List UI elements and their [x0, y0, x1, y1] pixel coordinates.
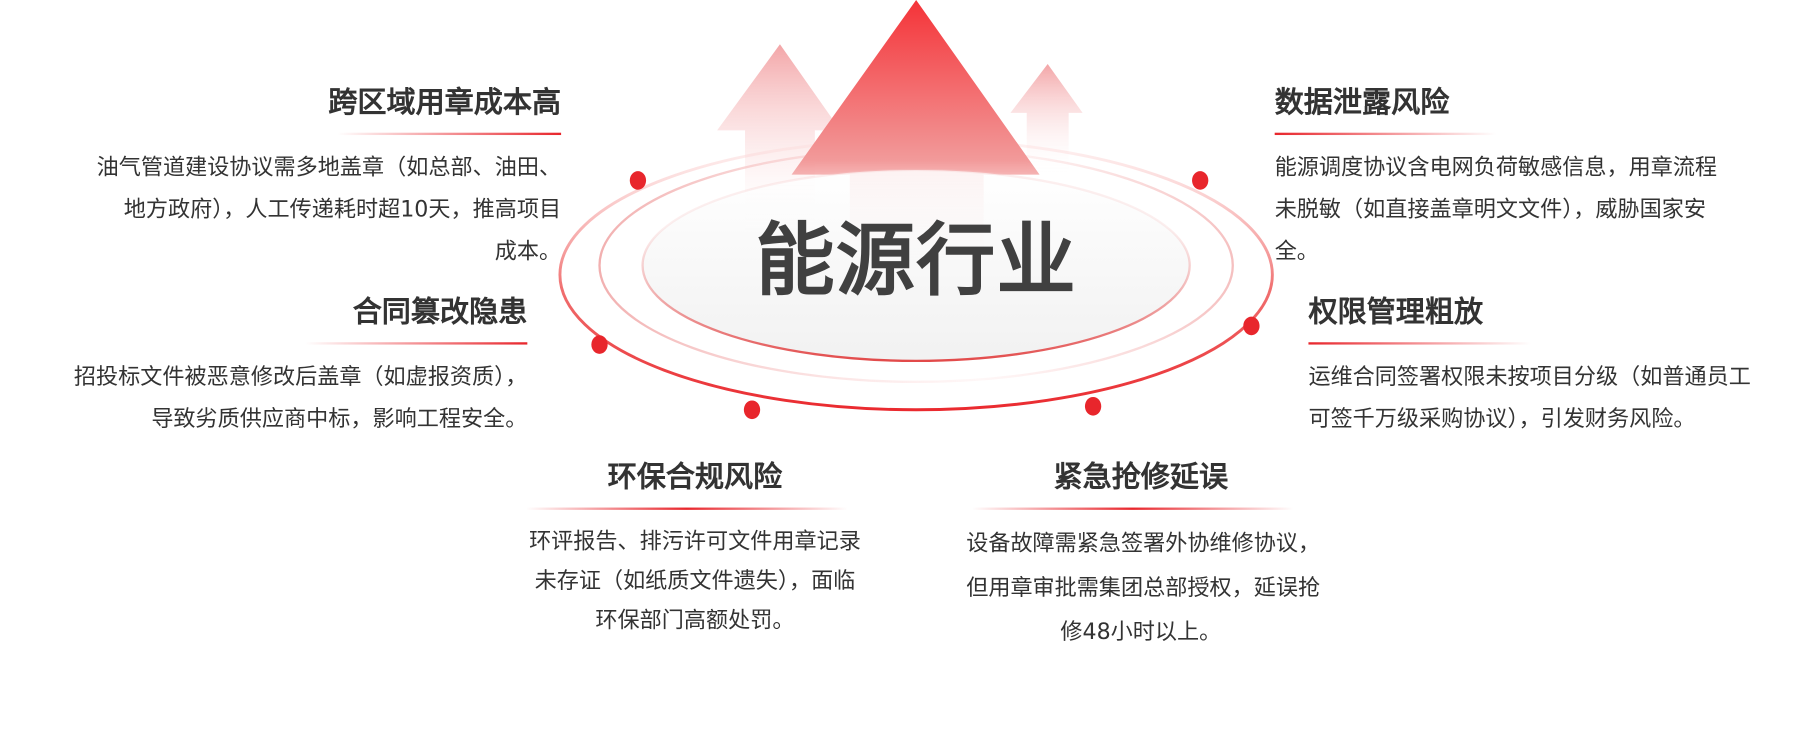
risk-title: 权限管理粗放 — [1308, 294, 1484, 329]
risk-text-line: 能源调度协议含电网负荷敏感信息，用章流程 — [1274, 154, 1718, 181]
risk-emergency-repair-delay: 紧急抢修延误 设备故障需紧急签署外协维修协议， 但用章审批需集团总部授权，延误抢… — [966, 454, 1321, 654]
title-underline — [337, 132, 562, 136]
risk-contract-tampering: 合同篡改隐患 招投标文件被恶意修改后盖章（如虚报资质）， 导致劣质供应商中标，影… — [0, 289, 528, 440]
risk-text-line: 招投标文件被恶意修改后盖章（如虚报资质）， — [73, 364, 528, 390]
risk-data-leak: 数据泄露风险 能源调度协议含电网负荷敏感信息，用章流程 未脱敏（如直接盖章明文文… — [1274, 79, 1810, 272]
title-underline — [526, 507, 848, 510]
risk-text-line: 设备故障需紧急签署外协维修协议， — [966, 530, 1321, 557]
risk-text-line: 环保部门高额处罚。 — [595, 607, 795, 634]
title-underline — [1274, 132, 1496, 136]
title-underline — [972, 507, 1294, 510]
risk-text-line: 运维合同签署权限未按项目分级（如普通员工 — [1308, 364, 1751, 390]
risk-cross-region-cost: 跨区域用章成本高 油气管道建设协议需多地盖章（如总部、油田、 地方政府），人工传… — [0, 79, 562, 272]
risk-text-line: 未存证（如纸质文件遗失），面临 — [534, 568, 856, 594]
risk-text-line: 导致劣质供应商中标，影响工程安全。 — [151, 406, 528, 432]
risk-title: 跨区域用章成本高 — [328, 84, 562, 119]
risk-title: 合同篡改隐患 — [352, 294, 528, 329]
title-underline — [1308, 342, 1531, 345]
risk-text-line: 未脱敏（如直接盖章明文文件），威胁国家安 — [1274, 196, 1707, 223]
title-underline — [304, 342, 528, 345]
ring-dots — [591, 171, 1260, 420]
risk-text-line: 地方政府），人工传递耗时超10天，推高项目 — [123, 196, 562, 223]
risk-title: 紧急抢修延误 — [1053, 459, 1229, 494]
risk-title: 数据泄露风险 — [1274, 84, 1450, 119]
risk-title: 环保合规风险 — [607, 459, 783, 494]
risk-text-line: 修48小时以上。 — [1060, 619, 1222, 645]
center-disc — [641, 168, 1191, 363]
risk-text-line: 可签千万级采购协议），引发财务风险。 — [1308, 406, 1696, 432]
center-title: 能源行业 — [755, 215, 1077, 308]
risk-environmental-compliance: 环保合规风险 环评报告、排污许可文件用章记录 未存证（如纸质文件遗失），面临 环… — [520, 454, 869, 640]
risk-text-line: 成本。 — [494, 238, 562, 265]
risk-permission-management: 权限管理粗放 运维合同签署权限未按项目分级（如普通员工 可签千万级采购协议），引… — [1308, 289, 1816, 440]
risk-text-line: 环评报告、排污许可文件用章记录 — [529, 528, 861, 555]
risk-text-line: 但用章审批需集团总部授权，延误抢 — [966, 575, 1321, 601]
risk-text-line: 全。 — [1274, 238, 1319, 265]
risk-text-line: 油气管道建设协议需多地盖章（如总部、油田、 — [96, 154, 562, 181]
